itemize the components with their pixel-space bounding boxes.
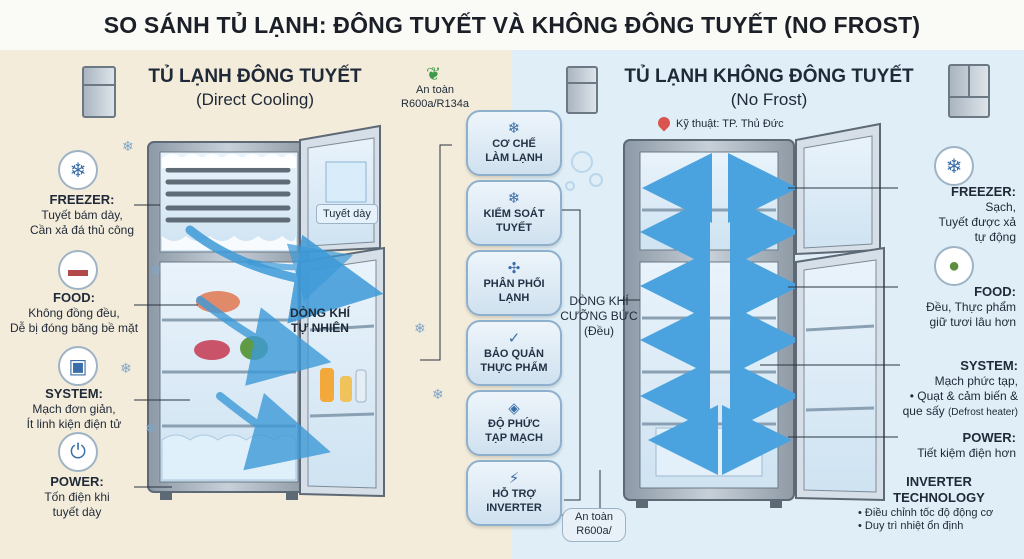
inverter-technology-label: INVERTER TECHNOLOGY • Điều chỉnh tốc độ …: [858, 474, 994, 533]
circuit-icon: ◈: [508, 400, 520, 418]
snowflake-icon: ❄: [150, 262, 162, 278]
right-safety-badge: An toàn R600a/: [562, 508, 626, 542]
snowflake-icon: ❄: [145, 420, 157, 436]
fridge-icon: [82, 66, 116, 118]
snowflake-icon: ❄: [414, 320, 426, 336]
left-safety-badge: An toàn R600a/R134a: [401, 84, 469, 110]
right-freezer-label: FREEZER: Sạch, Tuyết được xả tự động: [938, 184, 1016, 245]
left-freezer-label: FREEZER: Tuyết bám dày, Cần xả đá thủ cô…: [29, 192, 135, 238]
natural-airflow-label: DÒNG KHÍ TỰ NHIÊN: [290, 306, 350, 335]
meat-icon: ▬: [58, 250, 98, 290]
criterion-cold-distribution: ✣ PHÂN PHỐI LẠNH: [466, 250, 562, 316]
plug-icon: ⏻: [58, 432, 98, 472]
direct-cooling-fridge: [147, 124, 385, 500]
no-frost-heading: TỦ LẠNH KHÔNG ĐÔNG TUYẾT (No Frost): [604, 66, 934, 110]
leaf-icon: ❦: [426, 64, 442, 84]
right-system-label: SYSTEM: Mạch phức tạp, • Quạt & cảm biến…: [902, 358, 1018, 419]
criterion-inverter-support: ⚡ HỖ TRỢ INVERTER: [466, 460, 562, 526]
check-shield-icon: ✓: [507, 330, 521, 348]
right-food-label: FOOD: Đều, Thực phẩm giữ tươi lâu hơn: [926, 284, 1016, 330]
location-label: Kỹ thuật: TP. Thủ Đức: [676, 118, 784, 130]
french-door-fridge-icon: [948, 64, 990, 118]
no-frost-fridge: [623, 122, 885, 508]
snowflake-icon: ❄: [58, 150, 98, 190]
snowflake-icon: ❄: [122, 138, 134, 154]
direct-cooling-heading: TỦ LẠNH ĐÔNG TUYẾT (Direct Cooling): [120, 66, 390, 110]
frost-label: Tuyết dày: [316, 204, 378, 224]
no-frost-subtitle: (No Frost): [730, 90, 808, 109]
direct-cooling-subtitle: (Direct Cooling): [195, 90, 315, 109]
snowflake-icon: ❄: [432, 386, 444, 402]
left-power-label: POWER: Tốn điện khi tuyết dày: [44, 474, 110, 520]
no-frost-title: TỦ LẠNH KHÔNG ĐÔNG TUYẾT: [624, 66, 914, 87]
snowflake-icon: ❄: [507, 120, 521, 138]
comparison-criteria: ❄ CƠ CHẾ LÀM LẠNH ❄ KIỂM SOÁT TUYẾT ✣ PH…: [466, 110, 562, 526]
page-title: SO SÁNH TỦ LẠNH: ĐÔNG TUYẾT VÀ KHÔNG ĐÔN…: [0, 0, 1024, 50]
apple-icon: ●: [934, 246, 974, 286]
criterion-cooling-mechanism: ❄ CƠ CHẾ LÀM LẠNH: [466, 110, 562, 176]
criterion-food-preservation: ✓ BẢO QUẢN THỰC PHẨM: [466, 320, 562, 386]
forced-airflow-label: DÒNG KHÍ CƯỠNG BỨC (Đều): [560, 294, 638, 338]
criterion-circuit-complexity: ◈ ĐỘ PHỨC TẠP MẠCH: [466, 390, 562, 456]
lightning-icon: ⚡: [508, 470, 520, 488]
direct-cooling-title: TỦ LẠNH ĐÔNG TUYẾT: [148, 66, 362, 87]
snowflake-icon: ❄: [934, 146, 974, 186]
criterion-frost-control: ❄ KIỂM SOÁT TUYẾT: [466, 180, 562, 246]
snowflake-icon: ❄: [120, 360, 132, 376]
distribution-icon: ✣: [507, 260, 521, 278]
right-power-label: POWER: Tiết kiệm điện hơn: [917, 430, 1016, 461]
left-system-label: SYSTEM: Mạch đơn giản, Ít linh kiện điện…: [26, 386, 122, 432]
snowflake-icon: ❄: [507, 190, 521, 208]
fridge-icon: [566, 66, 598, 114]
chip-icon: ▣: [58, 346, 98, 386]
left-food-label: FOOD: Không đồng đều, Dễ bị đóng băng bề…: [9, 290, 139, 336]
